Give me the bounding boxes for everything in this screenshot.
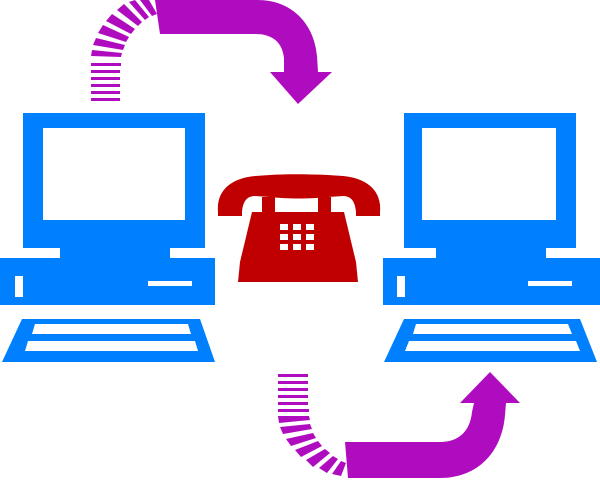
drive-slot: [15, 276, 23, 297]
stripe: [129, 0, 149, 20]
stripe: [106, 14, 135, 34]
telephone: [217, 174, 381, 282]
stripe: [278, 416, 310, 423]
keypad-key: [306, 234, 314, 240]
stripe: [280, 424, 312, 434]
bottom-arrow-stripes: [278, 374, 346, 476]
keyboard-key-row: [413, 324, 572, 334]
keypad-key: [306, 244, 314, 250]
phone-base-foot: [244, 276, 352, 282]
stripe: [278, 388, 308, 391]
stripe: [278, 395, 308, 398]
stripe: [91, 50, 122, 57]
stripe: [91, 70, 120, 73]
stripe: [295, 441, 322, 457]
keypad-key: [280, 224, 288, 230]
left-keyboard: [2, 319, 215, 362]
right-keyboard: [384, 319, 597, 362]
stripe: [278, 374, 308, 377]
handset-right-cup: [356, 204, 380, 216]
stripe: [98, 25, 129, 42]
stripe: [306, 449, 330, 467]
drive-slot: [397, 276, 405, 297]
monitor-screen: [422, 128, 556, 220]
stripe: [91, 98, 120, 101]
handset-left-cup: [218, 204, 242, 216]
stripe: [278, 402, 308, 405]
keyboard-key-row: [405, 341, 580, 351]
bottom-arrow-body: [345, 372, 520, 478]
right-monitor: [404, 113, 576, 258]
right-computer: [383, 113, 600, 362]
bottom-arrow: [278, 372, 520, 478]
stripe: [140, 0, 157, 16]
top-arrow-body: [155, 0, 332, 104]
keyboard-key-row: [32, 324, 191, 334]
stripe: [117, 4, 142, 26]
keypad-key: [280, 234, 288, 240]
stripe: [278, 409, 309, 412]
stripe: [93, 38, 125, 50]
drive-bay: [148, 281, 192, 286]
monitor-neck: [436, 248, 546, 258]
keypad-key: [293, 224, 301, 230]
stripe: [278, 381, 308, 384]
drive-bay: [528, 281, 572, 286]
stripe: [91, 91, 120, 94]
monitor-neck: [60, 248, 170, 258]
monitor-screen: [43, 128, 185, 220]
left-monitor: [23, 113, 205, 258]
cradle-post-left: [262, 197, 275, 214]
phone-handset: [217, 174, 381, 212]
stripe: [91, 84, 120, 87]
right-system-unit: [383, 258, 600, 305]
keypad-key: [293, 234, 301, 240]
stripe: [332, 461, 346, 476]
stripe: [91, 63, 121, 66]
top-arrow: [91, 0, 332, 104]
top-arrow-stripes: [91, 0, 157, 101]
stripe: [319, 456, 338, 473]
stripe: [286, 433, 316, 446]
keypad-key: [306, 224, 314, 230]
dial-keypad: [280, 224, 314, 250]
keypad-key: [293, 244, 301, 250]
left-system-unit: [0, 258, 215, 305]
keypad-key: [280, 244, 288, 250]
keyboard-key-row: [25, 341, 198, 351]
stripe: [91, 77, 120, 80]
left-computer: [0, 113, 215, 362]
cradle-post-right: [318, 197, 331, 214]
